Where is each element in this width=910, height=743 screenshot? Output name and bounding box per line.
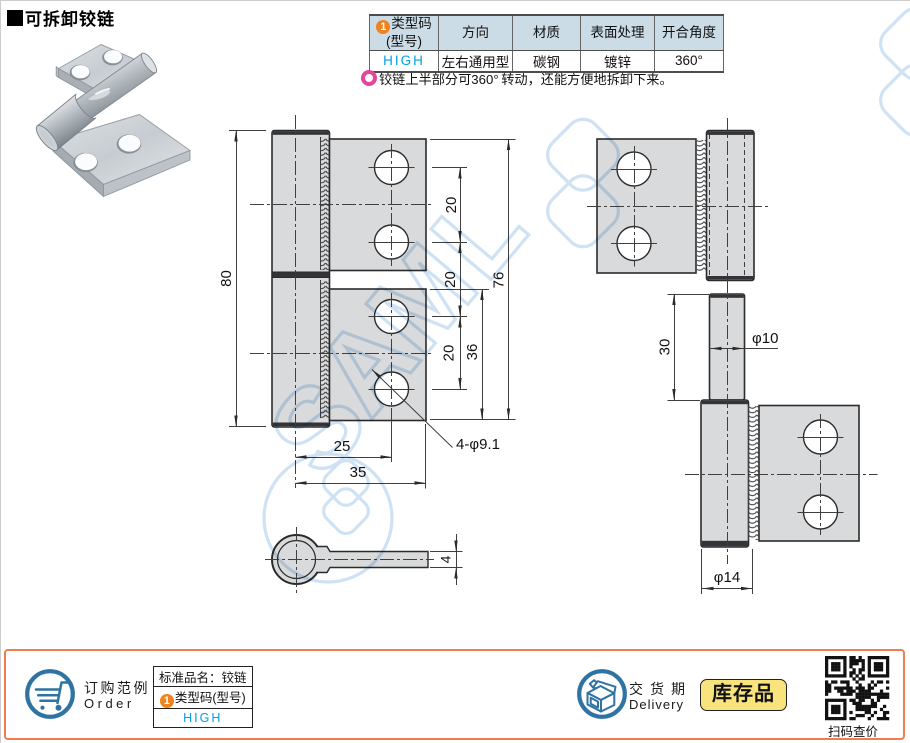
svg-text:4-φ9.1: 4-φ9.1 xyxy=(456,436,500,453)
svg-text:4: 4 xyxy=(438,555,454,563)
svg-text:25: 25 xyxy=(334,438,351,455)
svg-text:20: 20 xyxy=(443,197,460,214)
svg-text:φ14: φ14 xyxy=(714,569,740,586)
svg-text:30: 30 xyxy=(657,339,674,356)
svg-text:80: 80 xyxy=(218,270,235,287)
svg-text:36: 36 xyxy=(464,344,481,361)
svg-text:φ10: φ10 xyxy=(752,330,778,347)
svg-text:76: 76 xyxy=(491,272,508,289)
svg-text:20: 20 xyxy=(442,271,459,288)
svg-text:20: 20 xyxy=(441,345,458,362)
svg-text:35: 35 xyxy=(350,464,367,481)
